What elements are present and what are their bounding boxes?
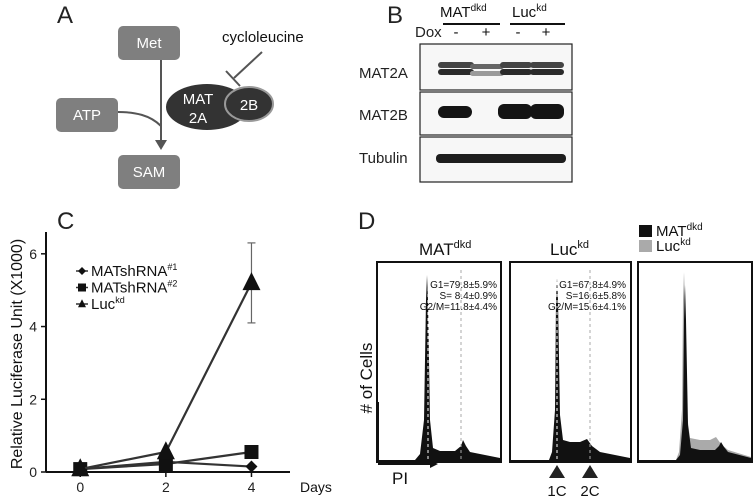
legend-marker-2 <box>78 299 86 308</box>
marker-1c: 1C <box>547 483 566 500</box>
x-tick-label-2: 4 <box>248 479 256 495</box>
mat2b-label: 2B <box>240 97 258 114</box>
d-x-axis-label: PI <box>392 469 408 488</box>
luciferase-chart: Relative Luciferase Unit (X1000) Days MA… <box>9 232 332 495</box>
dox-lane4: + <box>542 24 551 41</box>
band <box>530 104 564 119</box>
atp-arrow-line <box>117 111 162 127</box>
atp-label: ATP <box>73 107 101 124</box>
histogram-overlay <box>637 261 753 463</box>
dox-lane3: - <box>516 24 521 41</box>
mat2b-ellipse <box>224 86 274 122</box>
histogram-luc <box>509 261 632 463</box>
legend-swatch-luc <box>639 240 652 252</box>
arrow-up-icon <box>582 465 598 478</box>
series-0-point-2 <box>245 460 258 473</box>
mat2a-label-line1: MAT <box>183 91 214 108</box>
band <box>498 104 532 119</box>
y-tick-label-0: 0 <box>29 464 37 480</box>
legend-marker-0 <box>78 267 86 275</box>
group1-label: MATdkd <box>440 3 487 21</box>
band <box>470 71 504 76</box>
legend-label-2: Luckd <box>91 295 125 313</box>
c-y-axis-label: Relative Luciferase Unit (X1000) <box>9 239 26 469</box>
d-panel1-title: MATdkd <box>419 239 471 259</box>
legend-mat: MATdkd <box>656 222 703 240</box>
met-box <box>118 26 180 60</box>
d-y-axis-label: # of Cells <box>357 343 376 414</box>
pathway-diagram: Met ATP SAM MAT 2A 2B cycloleucine <box>56 26 304 189</box>
y-tick-label-3: 6 <box>29 246 37 262</box>
band <box>500 69 532 75</box>
histogram-mat <box>376 261 502 463</box>
stat-luc-g1: G1=67.8±4.9% <box>559 280 626 291</box>
row-label-mat2a: MAT2A <box>359 65 408 82</box>
y-tick-label-1: 2 <box>29 391 37 407</box>
legend-luc: Luckd <box>656 237 691 255</box>
band <box>436 154 566 163</box>
dox-lane2: + <box>482 24 491 41</box>
dox-lane1: - <box>454 24 459 41</box>
legend-marker-1 <box>78 283 86 292</box>
row-label-tubulin: Tubulin <box>359 150 408 167</box>
series-2-point-2 <box>242 272 261 291</box>
group2-label: Luckd <box>512 3 547 21</box>
legend-label-0: MATshRNA#1 <box>91 262 177 280</box>
sam-box <box>118 155 180 189</box>
d-panel2-title: Luckd <box>550 239 589 259</box>
inhibition-bar-icon <box>225 70 241 87</box>
band <box>438 62 474 68</box>
band <box>438 106 472 118</box>
mat2a-label-line2: 2A <box>189 110 207 127</box>
cycloleucine-label: cycloleucine <box>222 29 304 46</box>
met-label: Met <box>136 35 162 52</box>
series-1-point-2 <box>244 445 259 459</box>
x-tick-label-1: 2 <box>162 479 170 495</box>
band <box>530 62 564 68</box>
marker-2c: 2C <box>580 483 599 500</box>
panel-d-label: D <box>358 208 375 235</box>
cell-cycle-figure: MATdkd Luckd MATdkd Luckd G1=79.8±5.9% S… <box>357 222 753 500</box>
band <box>530 69 564 75</box>
series-2-point-1 <box>156 441 175 460</box>
stat-mat-g2m: G2/M=11.8±4.4% <box>420 302 497 313</box>
band <box>438 69 474 75</box>
x-tick-label-0: 0 <box>76 479 84 495</box>
band <box>500 62 532 68</box>
band <box>470 64 504 69</box>
legend-label-1: MATshRNA#2 <box>91 279 177 297</box>
row-label-mat2b: MAT2B <box>359 107 408 124</box>
arrow-right-icon <box>430 460 438 468</box>
dox-label: Dox <box>415 24 442 41</box>
atp-box <box>56 98 118 132</box>
arrow-head-icon <box>155 140 167 150</box>
c-x-axis-label: Days <box>300 479 332 495</box>
panel-a-label: A <box>57 2 73 29</box>
sam-label: SAM <box>133 164 166 181</box>
stat-luc-s: S=16.6±5.8% <box>566 291 626 302</box>
western-blot: MATdkd Luckd Dox - + - + MAT2A MAT2B Tub… <box>359 3 573 183</box>
stat-mat-g1: G1=79.8±5.9% <box>430 280 497 291</box>
panel-b-label: B <box>387 2 403 29</box>
legend-swatch-mat <box>639 225 652 237</box>
stat-mat-s: S= 8.4±0.9% <box>440 291 498 302</box>
series-1-point-1 <box>158 457 173 471</box>
arrow-up-icon <box>549 465 565 478</box>
stat-luc-g2m: G2/M=15.6±4.1% <box>548 302 626 313</box>
y-tick-label-2: 4 <box>29 319 37 335</box>
panel-c-label: C <box>57 208 74 235</box>
inhibition-line <box>233 51 263 79</box>
series-2-point-0 <box>71 458 90 477</box>
